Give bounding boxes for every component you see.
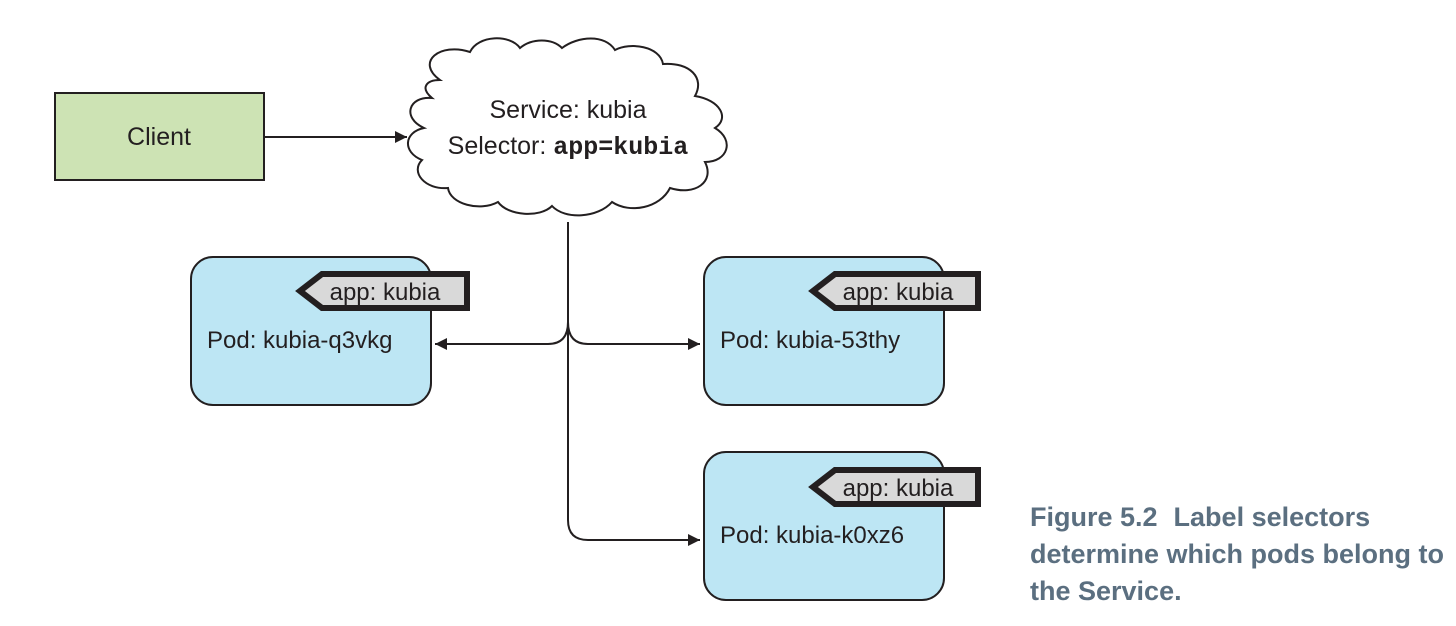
figure-text: Label selectors determine which pods bel… (1030, 502, 1445, 606)
pod-name: Pod: kubia-q3vkg (207, 327, 392, 354)
connector-to-pod-53thy (567, 321, 700, 350)
label-tag (295, 271, 470, 311)
connector-to-pod-q3vkg (435, 321, 569, 350)
label-tag (808, 467, 981, 507)
connector-to-pod-k0xz6 (567, 222, 700, 546)
pod-53thy: app: kubia Pod: kubia-53thy (703, 256, 981, 406)
pod-name: Pod: kubia-k0xz6 (720, 522, 904, 549)
service-title: Service: kubia (489, 96, 646, 124)
figure-number: Figure 5.2 (1030, 502, 1158, 532)
pod-label-text: app: kubia (843, 279, 954, 306)
pod-q3vkg: app: kubia Pod: kubia-q3vkg (190, 256, 470, 406)
selector-connectors (435, 222, 700, 546)
pod-label-text: app: kubia (330, 279, 441, 306)
pod-label-text: app: kubia (843, 475, 954, 502)
selector-label: Selector: (448, 132, 554, 160)
client-box (54, 92, 265, 181)
service-cloud (407, 37, 728, 217)
client-label: Client (127, 123, 191, 151)
pod-k0xz6: app: kubia Pod: kubia-k0xz6 (703, 451, 981, 601)
pod-name: Pod: kubia-53thy (720, 327, 900, 354)
service-selector: Selector: app=kubia (448, 132, 689, 162)
selector-value: app=kubia (553, 133, 688, 162)
label-tag (808, 271, 981, 311)
service-node: Service: kubia Selector: app=kubia (407, 37, 728, 217)
client-node: Client (54, 92, 265, 181)
